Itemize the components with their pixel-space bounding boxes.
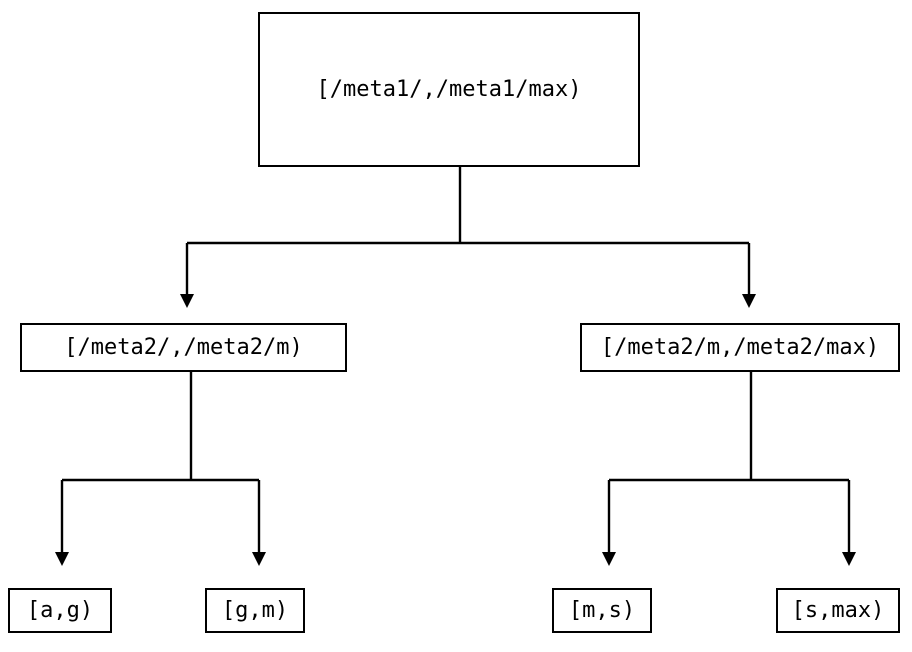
node-leaf-a-g[interactable]: [a,g) <box>8 588 112 633</box>
node-leaf-g-m[interactable]: [g,m) <box>205 588 305 633</box>
arrowhead-root-to-mid-right <box>742 294 756 308</box>
arrowhead-mid-left-to-leaf-2 <box>252 552 266 566</box>
node-mid-right[interactable]: [/meta2/m,/meta2/max) <box>580 323 900 372</box>
arrowhead-mid-right-to-leaf-3 <box>602 552 616 566</box>
node-mid-left[interactable]: [/meta2/,/meta2/m) <box>20 323 347 372</box>
node-leaf-s-max[interactable]: [s,max) <box>776 588 900 633</box>
arrowhead-mid-right-to-leaf-4 <box>842 552 856 566</box>
arrowhead-mid-left-to-leaf-1 <box>55 552 69 566</box>
arrowhead-root-to-mid-left <box>180 294 194 308</box>
node-root[interactable]: [/meta1/,/meta1/max) <box>258 12 640 167</box>
node-leaf-m-s[interactable]: [m,s) <box>552 588 652 633</box>
